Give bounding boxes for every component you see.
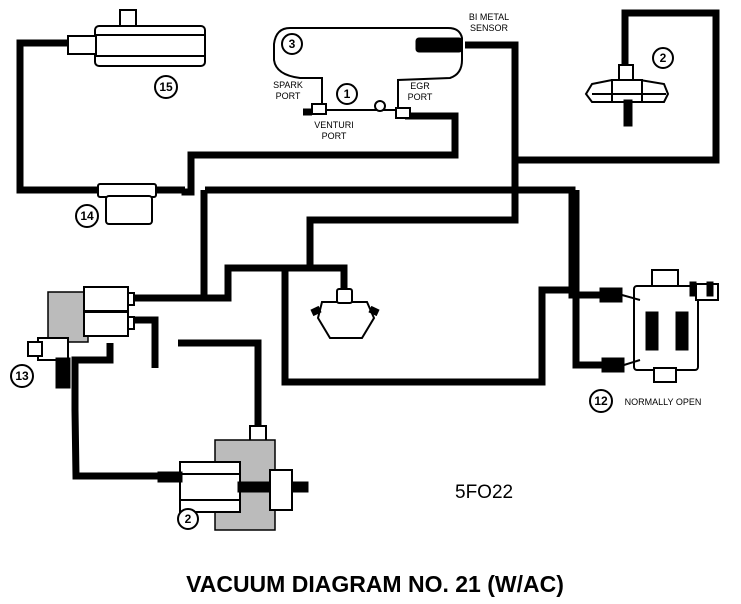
- vacuum-tee-15: [97, 183, 157, 225]
- distributor: [310, 288, 380, 339]
- svg-text:VENTURI: VENTURI: [314, 120, 354, 130]
- svg-text:PORT: PORT: [408, 92, 433, 102]
- svg-text:2: 2: [660, 51, 667, 65]
- svg-text:3: 3: [289, 37, 296, 51]
- vacuum-valve-13: [27, 286, 135, 389]
- callout-6: 2: [652, 47, 674, 69]
- callout-1: 1: [336, 83, 358, 105]
- svg-text:SENSOR: SENSOR: [470, 23, 509, 33]
- callout-12: 12: [589, 389, 613, 413]
- svg-text:1: 1: [344, 87, 351, 101]
- svg-text:13: 13: [15, 369, 29, 383]
- callout-3: 3: [281, 33, 303, 55]
- svg-text:15: 15: [159, 80, 173, 94]
- label-spark-port: SPARK PORT: [273, 80, 303, 101]
- label-bimetal-sensor: BI METAL SENSOR: [469, 12, 509, 33]
- svg-text:12: 12: [594, 394, 608, 408]
- svg-text:EGR: EGR: [410, 81, 430, 91]
- svg-text:PORT: PORT: [276, 91, 301, 101]
- carburetor-3: [273, 27, 463, 119]
- callout-13: 13: [10, 364, 34, 388]
- solenoid-12: [599, 269, 719, 383]
- egr-valve-2: [157, 425, 309, 531]
- label-venturi-port: VENTURI PORT: [314, 120, 354, 141]
- vacuum-hoses: [16, 9, 720, 480]
- svg-text:SPARK: SPARK: [273, 80, 303, 90]
- vacuum-reservoir-14: [67, 9, 206, 67]
- callout-2: 2: [177, 508, 199, 530]
- callout-15: 14: [75, 204, 99, 228]
- svg-text:14: 14: [80, 209, 94, 223]
- diagram-title: VACUUM DIAGRAM NO. 21 (W/AC): [186, 571, 564, 597]
- svg-text:BI METAL: BI METAL: [469, 12, 509, 22]
- label-normally-open: NORMALLY OPEN: [625, 397, 702, 407]
- diagram-code: 5FO22: [455, 482, 513, 503]
- callout-14: 15: [154, 75, 178, 99]
- svg-text:PORT: PORT: [322, 131, 347, 141]
- svg-text:2: 2: [185, 512, 192, 526]
- label-egr-port: EGR PORT: [408, 81, 433, 102]
- vacuum-motor-6: [584, 64, 670, 127]
